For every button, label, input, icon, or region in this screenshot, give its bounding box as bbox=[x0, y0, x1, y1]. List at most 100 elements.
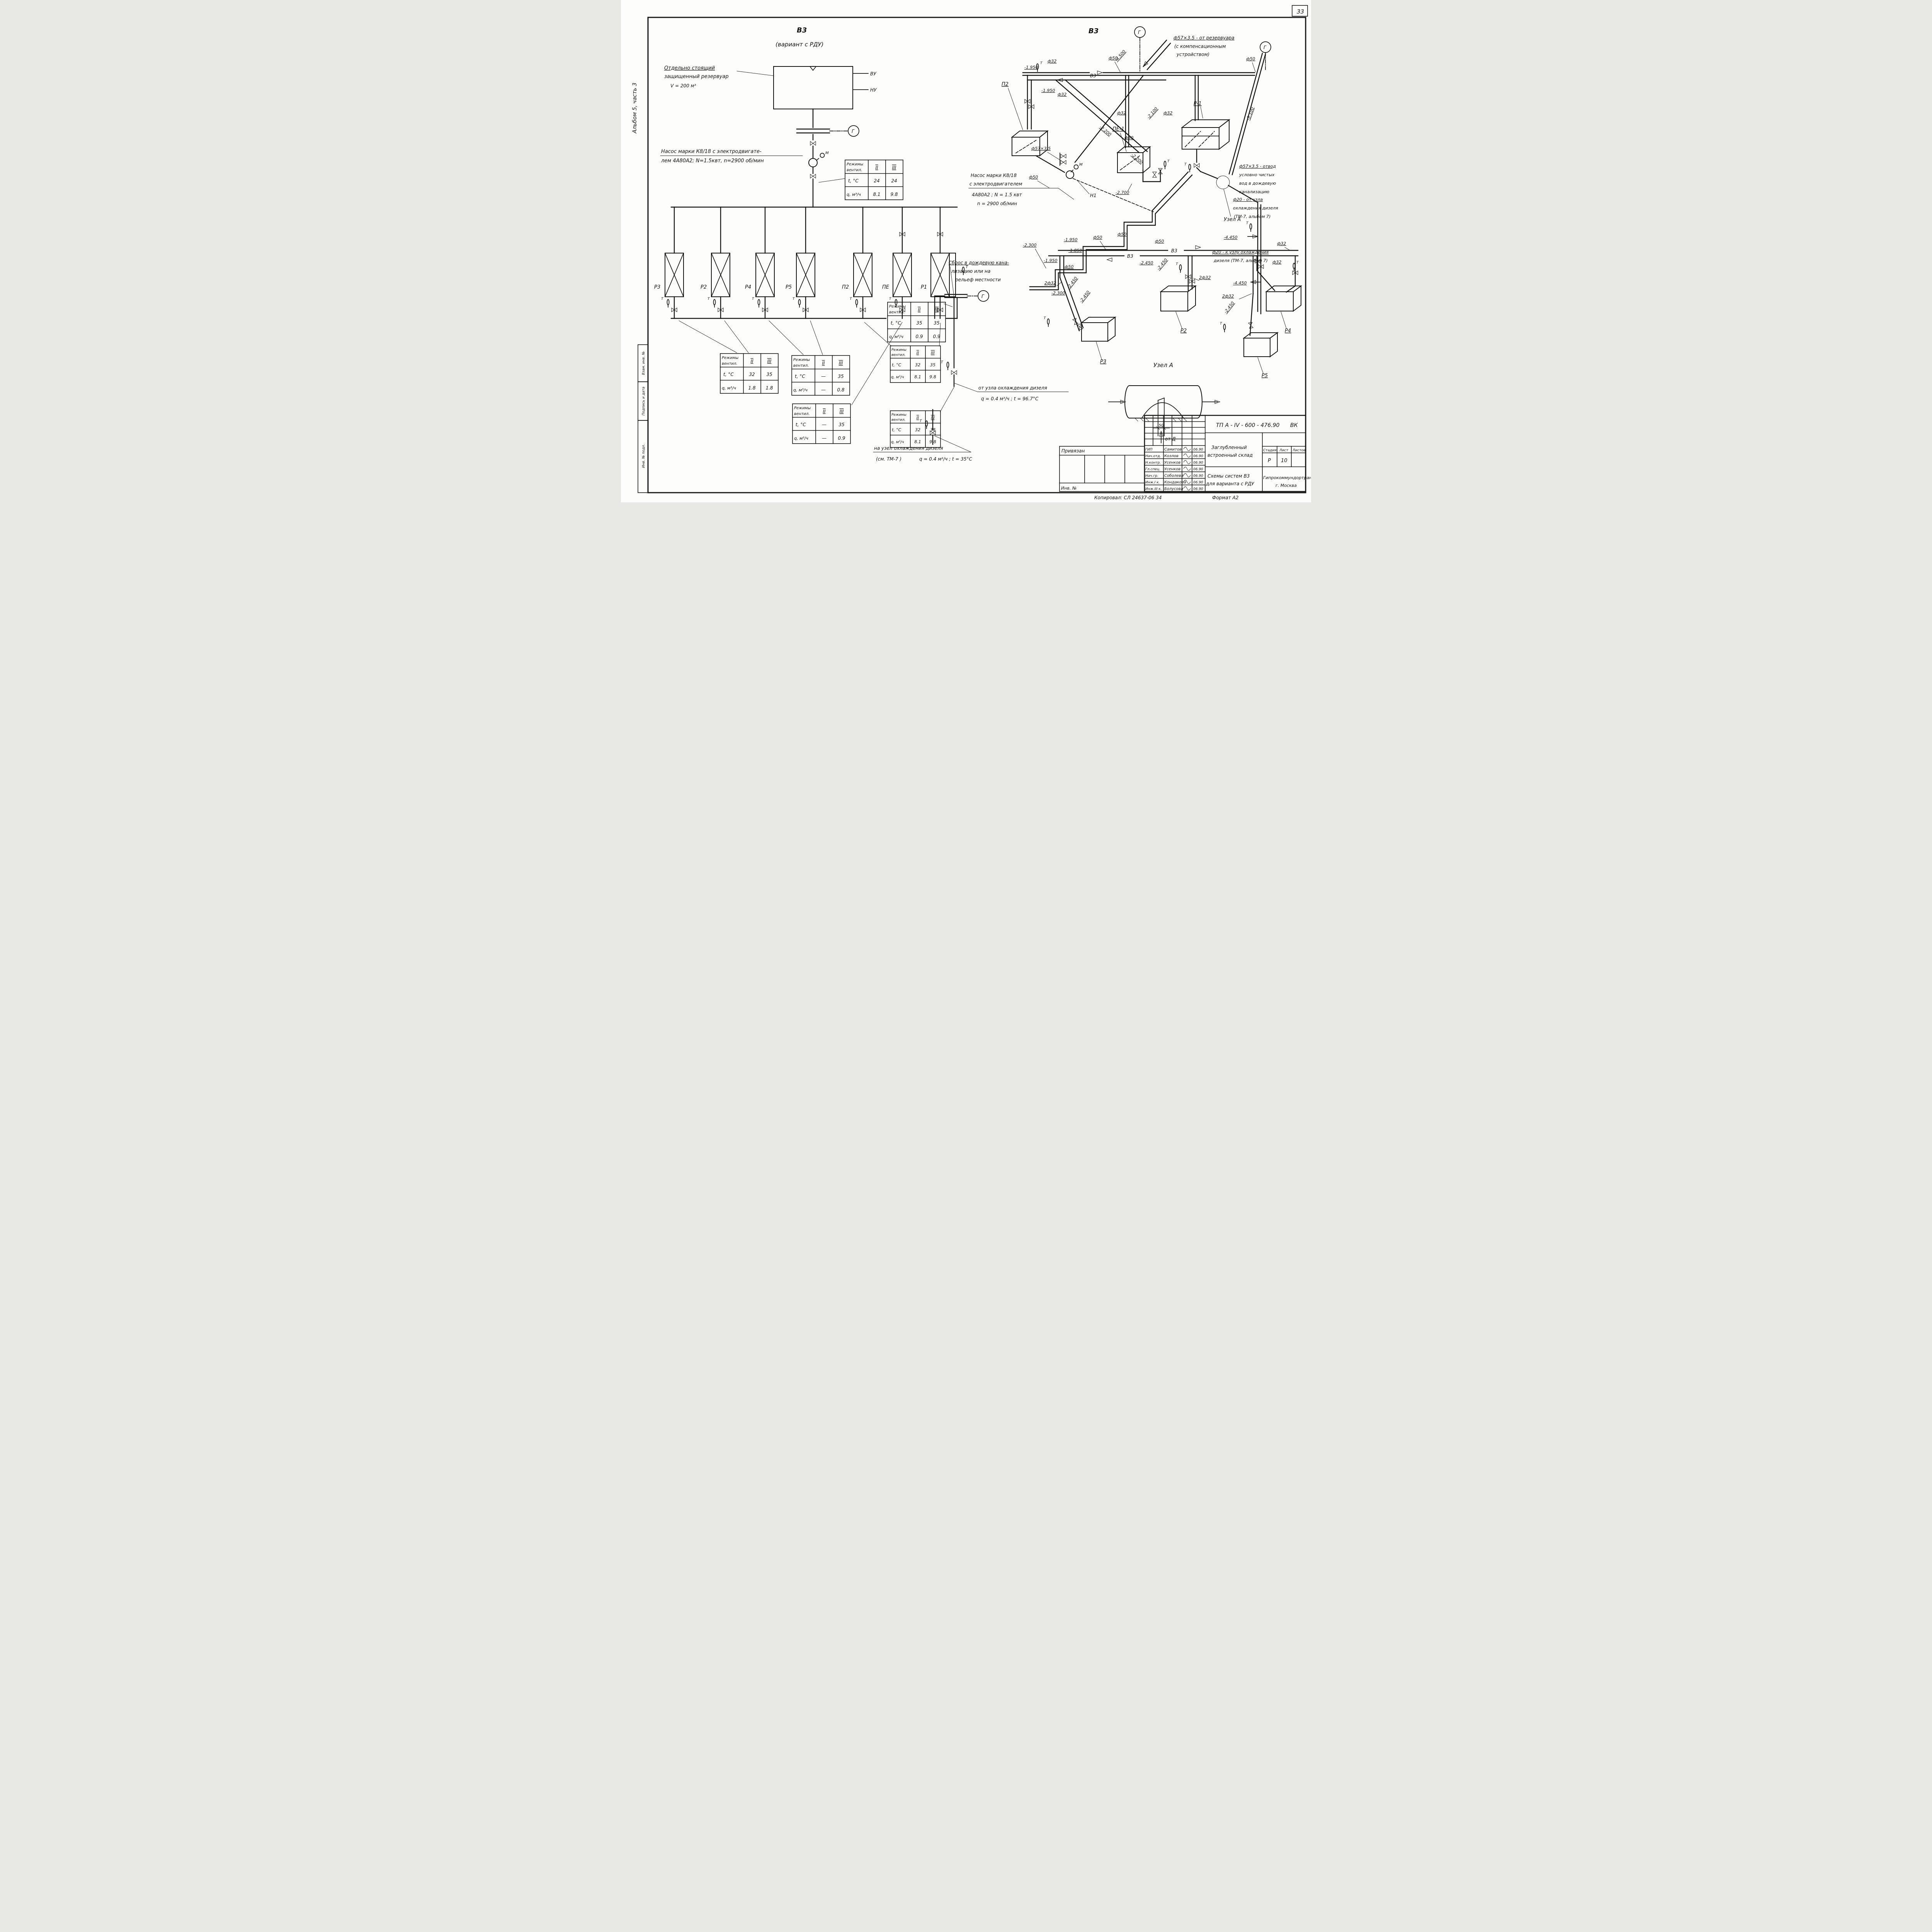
stamp-inv: Инв. № подл. bbox=[642, 444, 646, 468]
nauz-note-1: на узел охлаждения дизеля bbox=[874, 446, 943, 451]
reservoir-note-3: V = 200 м³ bbox=[670, 83, 696, 88]
dia-label: ф50 bbox=[1109, 56, 1117, 61]
elev-label: -2.200 bbox=[1099, 124, 1112, 137]
sbros-note-3: рельеф местности bbox=[955, 277, 1001, 282]
tbl-h1: Режимы bbox=[722, 356, 738, 360]
tbl-rq: q, м³/ч bbox=[847, 192, 861, 197]
v3-mark: В3 bbox=[1171, 248, 1177, 253]
left-subtitle: (вариант с РДУ) bbox=[776, 41, 823, 48]
stage-value: Р bbox=[1268, 458, 1271, 464]
tbl-val: 35 bbox=[934, 320, 939, 326]
tbl-val: 32 bbox=[915, 427, 920, 432]
elev-label: -2.300 bbox=[1023, 243, 1036, 248]
elev-label: -2.200 bbox=[1130, 152, 1144, 165]
f20-to-1: ф20 - к узлу охлаждения bbox=[1212, 250, 1269, 255]
tbl-c2: II bbox=[917, 350, 919, 355]
object-name-2: встроенный склад bbox=[1208, 452, 1253, 458]
signature bbox=[1183, 467, 1191, 471]
tbl-h1: Режимы bbox=[847, 162, 863, 167]
unit-tails bbox=[667, 296, 943, 319]
otuz-note-2: q = 0.4 м³/ч ; t = 96.7°С bbox=[981, 396, 1039, 401]
t-mark: Т bbox=[1040, 61, 1043, 65]
dia-label: 2ф32 bbox=[1222, 294, 1234, 299]
tbl-h2: вентил. bbox=[794, 412, 810, 416]
left-pump-motor-label: М bbox=[825, 151, 829, 155]
tb-name: Кондакова bbox=[1164, 480, 1186, 485]
tbl-val: 0.8 bbox=[837, 387, 844, 393]
tbl-rt: t, °C bbox=[723, 372, 734, 377]
signature bbox=[1183, 447, 1191, 451]
reservoir-nu-label: НУ bbox=[870, 87, 877, 93]
r4-label: Р4 bbox=[1285, 328, 1291, 334]
unit-pe-label: ПЕ bbox=[882, 284, 889, 290]
tbl-val: 24 bbox=[874, 178, 879, 184]
iso-box-r4 bbox=[1265, 285, 1302, 312]
dia-label: ф32 bbox=[1048, 59, 1056, 64]
right-title: В3 bbox=[1088, 27, 1099, 35]
tbl-val: 0.9 bbox=[915, 334, 923, 339]
left-plan: В3 (вариант с РДУ) ВУ НУ Отдельно стоящи… bbox=[654, 26, 1069, 462]
tbl-val: 0.9 bbox=[838, 435, 845, 441]
tbl-c3: III bbox=[931, 415, 935, 420]
dia-label: ф32 bbox=[1058, 92, 1066, 97]
uzel-a-detail: Узел А 50 от Д bbox=[1108, 362, 1220, 443]
copied-note: Копировал: СЛ 24637-06 34 bbox=[1094, 495, 1162, 500]
iso-box-r3 bbox=[1080, 316, 1117, 342]
signature bbox=[1183, 454, 1191, 457]
t-mark: Т bbox=[793, 297, 795, 301]
reservoir-note-2: защищенный резервуар bbox=[664, 74, 729, 80]
sheet-name-2: для варианта с РДУ bbox=[1206, 481, 1254, 486]
elev-label: -2.450 bbox=[1078, 290, 1091, 304]
tbl-val: 8.1 bbox=[914, 439, 921, 444]
p2-label: П2 bbox=[1002, 82, 1009, 87]
tbl-val: 9.8 bbox=[929, 439, 936, 444]
elev-label: -2.450 bbox=[1139, 260, 1153, 265]
tbl-val: 32 bbox=[915, 362, 920, 367]
lists-header: Листов bbox=[1292, 449, 1306, 452]
unit-r4 bbox=[755, 253, 775, 297]
t-mark: Т bbox=[707, 297, 710, 301]
stamp-podpis: Подпись и дата bbox=[642, 387, 646, 416]
album-side-label: Альбом 5, часть 3 bbox=[632, 83, 638, 134]
tb-date: 06.90 bbox=[1193, 468, 1203, 471]
unit-p2 bbox=[853, 253, 872, 297]
discharge-line bbox=[925, 297, 957, 445]
tbl-val: 8.1 bbox=[914, 374, 921, 379]
tbl-val: — bbox=[821, 374, 826, 379]
drawing-sheet: 33 Альбом 5, часть 3 Взам. инв. № Подпис… bbox=[621, 0, 1315, 502]
left-g2-label: Г bbox=[981, 294, 985, 299]
inv-label: Инв. № bbox=[1061, 486, 1077, 491]
tb-name: Козлов bbox=[1164, 454, 1179, 458]
unit-p2-label: П2 bbox=[842, 284, 849, 290]
tbl-rq: q, м³/ч bbox=[891, 440, 904, 444]
tbl-val: 8.1 bbox=[873, 192, 880, 197]
f20-from-2: охлаждения дизеля bbox=[1233, 206, 1278, 211]
f20-from-3: (ТМ-7, альбом 7) bbox=[1234, 214, 1270, 219]
unit-r2-label: Р2 bbox=[701, 284, 707, 290]
dia-label: ф57×3.5 bbox=[1031, 146, 1051, 151]
signature bbox=[1183, 480, 1191, 484]
left-title: В3 bbox=[797, 26, 807, 34]
r5-label: Р5 bbox=[1262, 373, 1268, 379]
discharge-zigzag bbox=[1029, 171, 1193, 291]
tbl-c2: II bbox=[750, 359, 753, 364]
sheet-frame bbox=[647, 5, 1308, 493]
dim-50: 50 bbox=[1159, 423, 1164, 428]
tbl-c3: III bbox=[839, 361, 843, 366]
title-block: ГИП Самитов 06.90 Нач.отд. Козлов 06.90 … bbox=[1059, 415, 1315, 500]
iso-box-r2 bbox=[1160, 285, 1197, 312]
iso-box-r1 bbox=[1181, 119, 1230, 150]
mode-table-6: Режимы вентил. II III t, °C q, м³/ч 32 3… bbox=[890, 345, 941, 383]
tbl-val: 9.8 bbox=[890, 192, 898, 197]
reservoir-riser bbox=[796, 108, 859, 159]
dia-label: ф50 bbox=[1117, 232, 1126, 237]
r-pump-note-4: n = 2900 об/мин bbox=[977, 201, 1017, 206]
t-mark: Т bbox=[1176, 262, 1179, 266]
tb-date: 06.90 bbox=[1193, 461, 1203, 465]
signature bbox=[1183, 473, 1191, 477]
attach-label: Привязан bbox=[1061, 448, 1085, 454]
tbl-c2: II bbox=[822, 361, 825, 366]
t-mark: Т bbox=[1220, 322, 1223, 326]
elev-label: -4.450 bbox=[1224, 235, 1237, 240]
tb-name: Болусова bbox=[1164, 487, 1183, 491]
